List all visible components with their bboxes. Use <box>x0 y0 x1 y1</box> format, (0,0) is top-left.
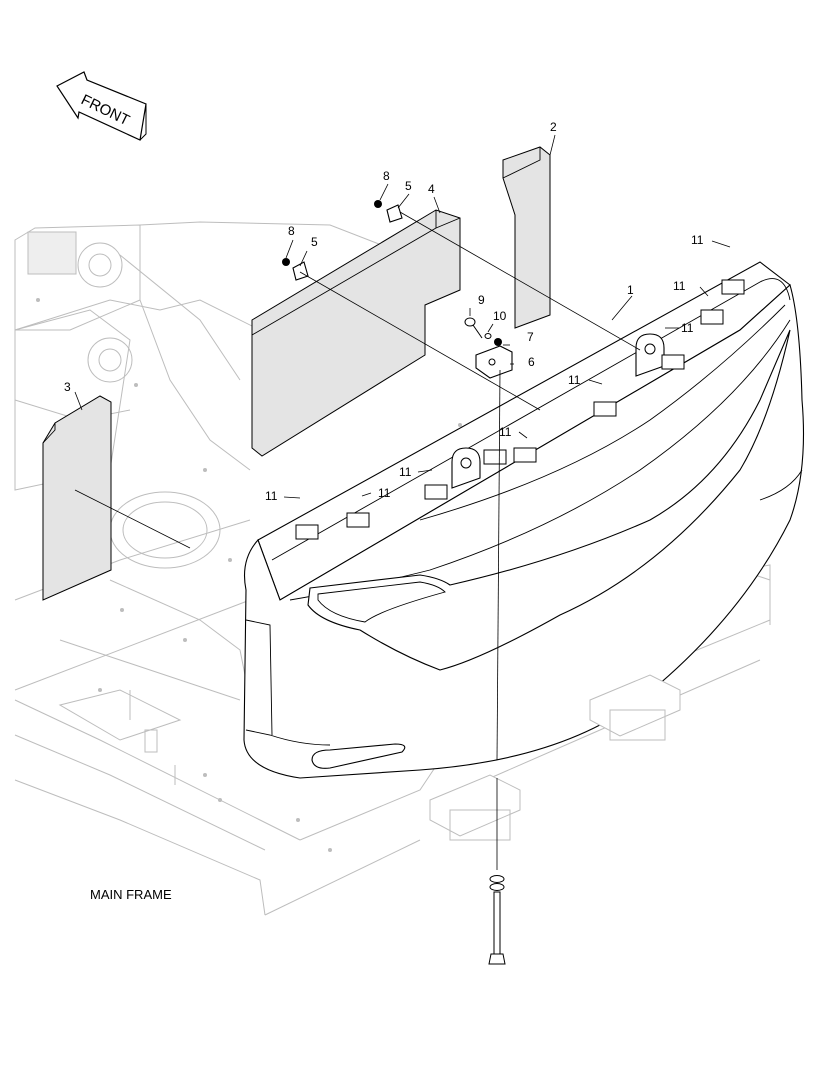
bolt-part-9 <box>464 317 483 339</box>
callout-11-h: 11 <box>265 489 278 503</box>
callout-11-b: 11 <box>673 279 686 293</box>
callout-6: 6 <box>528 355 535 369</box>
cover-plate <box>251 209 461 457</box>
callout-5-upper: 5 <box>405 179 412 193</box>
clip-part-5-upper <box>386 204 403 223</box>
callout-11-g: 11 <box>378 486 391 500</box>
mounting-pad <box>429 674 681 841</box>
callout-8-upper: 8 <box>383 169 390 183</box>
clip-part-5-lower <box>292 261 309 281</box>
lifting-eye <box>635 333 665 377</box>
callout-10: 10 <box>493 309 507 323</box>
callout-4: 4 <box>428 182 435 196</box>
bottom-bolt <box>488 875 506 965</box>
callout-2: 2 <box>550 120 557 134</box>
callout-11-e: 11 <box>499 425 512 439</box>
counterweight <box>243 261 805 779</box>
callout-9: 9 <box>478 293 485 307</box>
callout-1: 1 <box>627 283 634 297</box>
callout-11-f: 11 <box>399 465 412 479</box>
callout-11-c: 11 <box>681 321 694 335</box>
nut-part-8-lower <box>282 258 290 266</box>
main-frame-label: MAIN FRAME <box>90 887 172 902</box>
side-pad-left <box>42 395 112 601</box>
leader-lines <box>74 134 731 870</box>
nut-part-7 <box>494 338 502 346</box>
callout-7: 7 <box>527 330 534 344</box>
callout-8-lower: 8 <box>288 224 295 238</box>
lifting-eye <box>451 447 481 489</box>
washer-part-10 <box>484 333 492 339</box>
callout-3: 3 <box>64 380 71 394</box>
nut-part-8-upper <box>374 200 382 208</box>
side-pad-right <box>502 146 551 329</box>
callouts: 1 2 3 4 5 5 6 7 8 8 9 10 11 11 11 11 11 … <box>64 120 704 503</box>
callout-5-lower: 5 <box>311 235 318 249</box>
callout-11-d: 11 <box>568 373 581 387</box>
front-direction-arrow: FRONT <box>56 71 147 141</box>
bracket-part-6 <box>475 345 513 379</box>
callout-11-a: 11 <box>691 233 704 247</box>
